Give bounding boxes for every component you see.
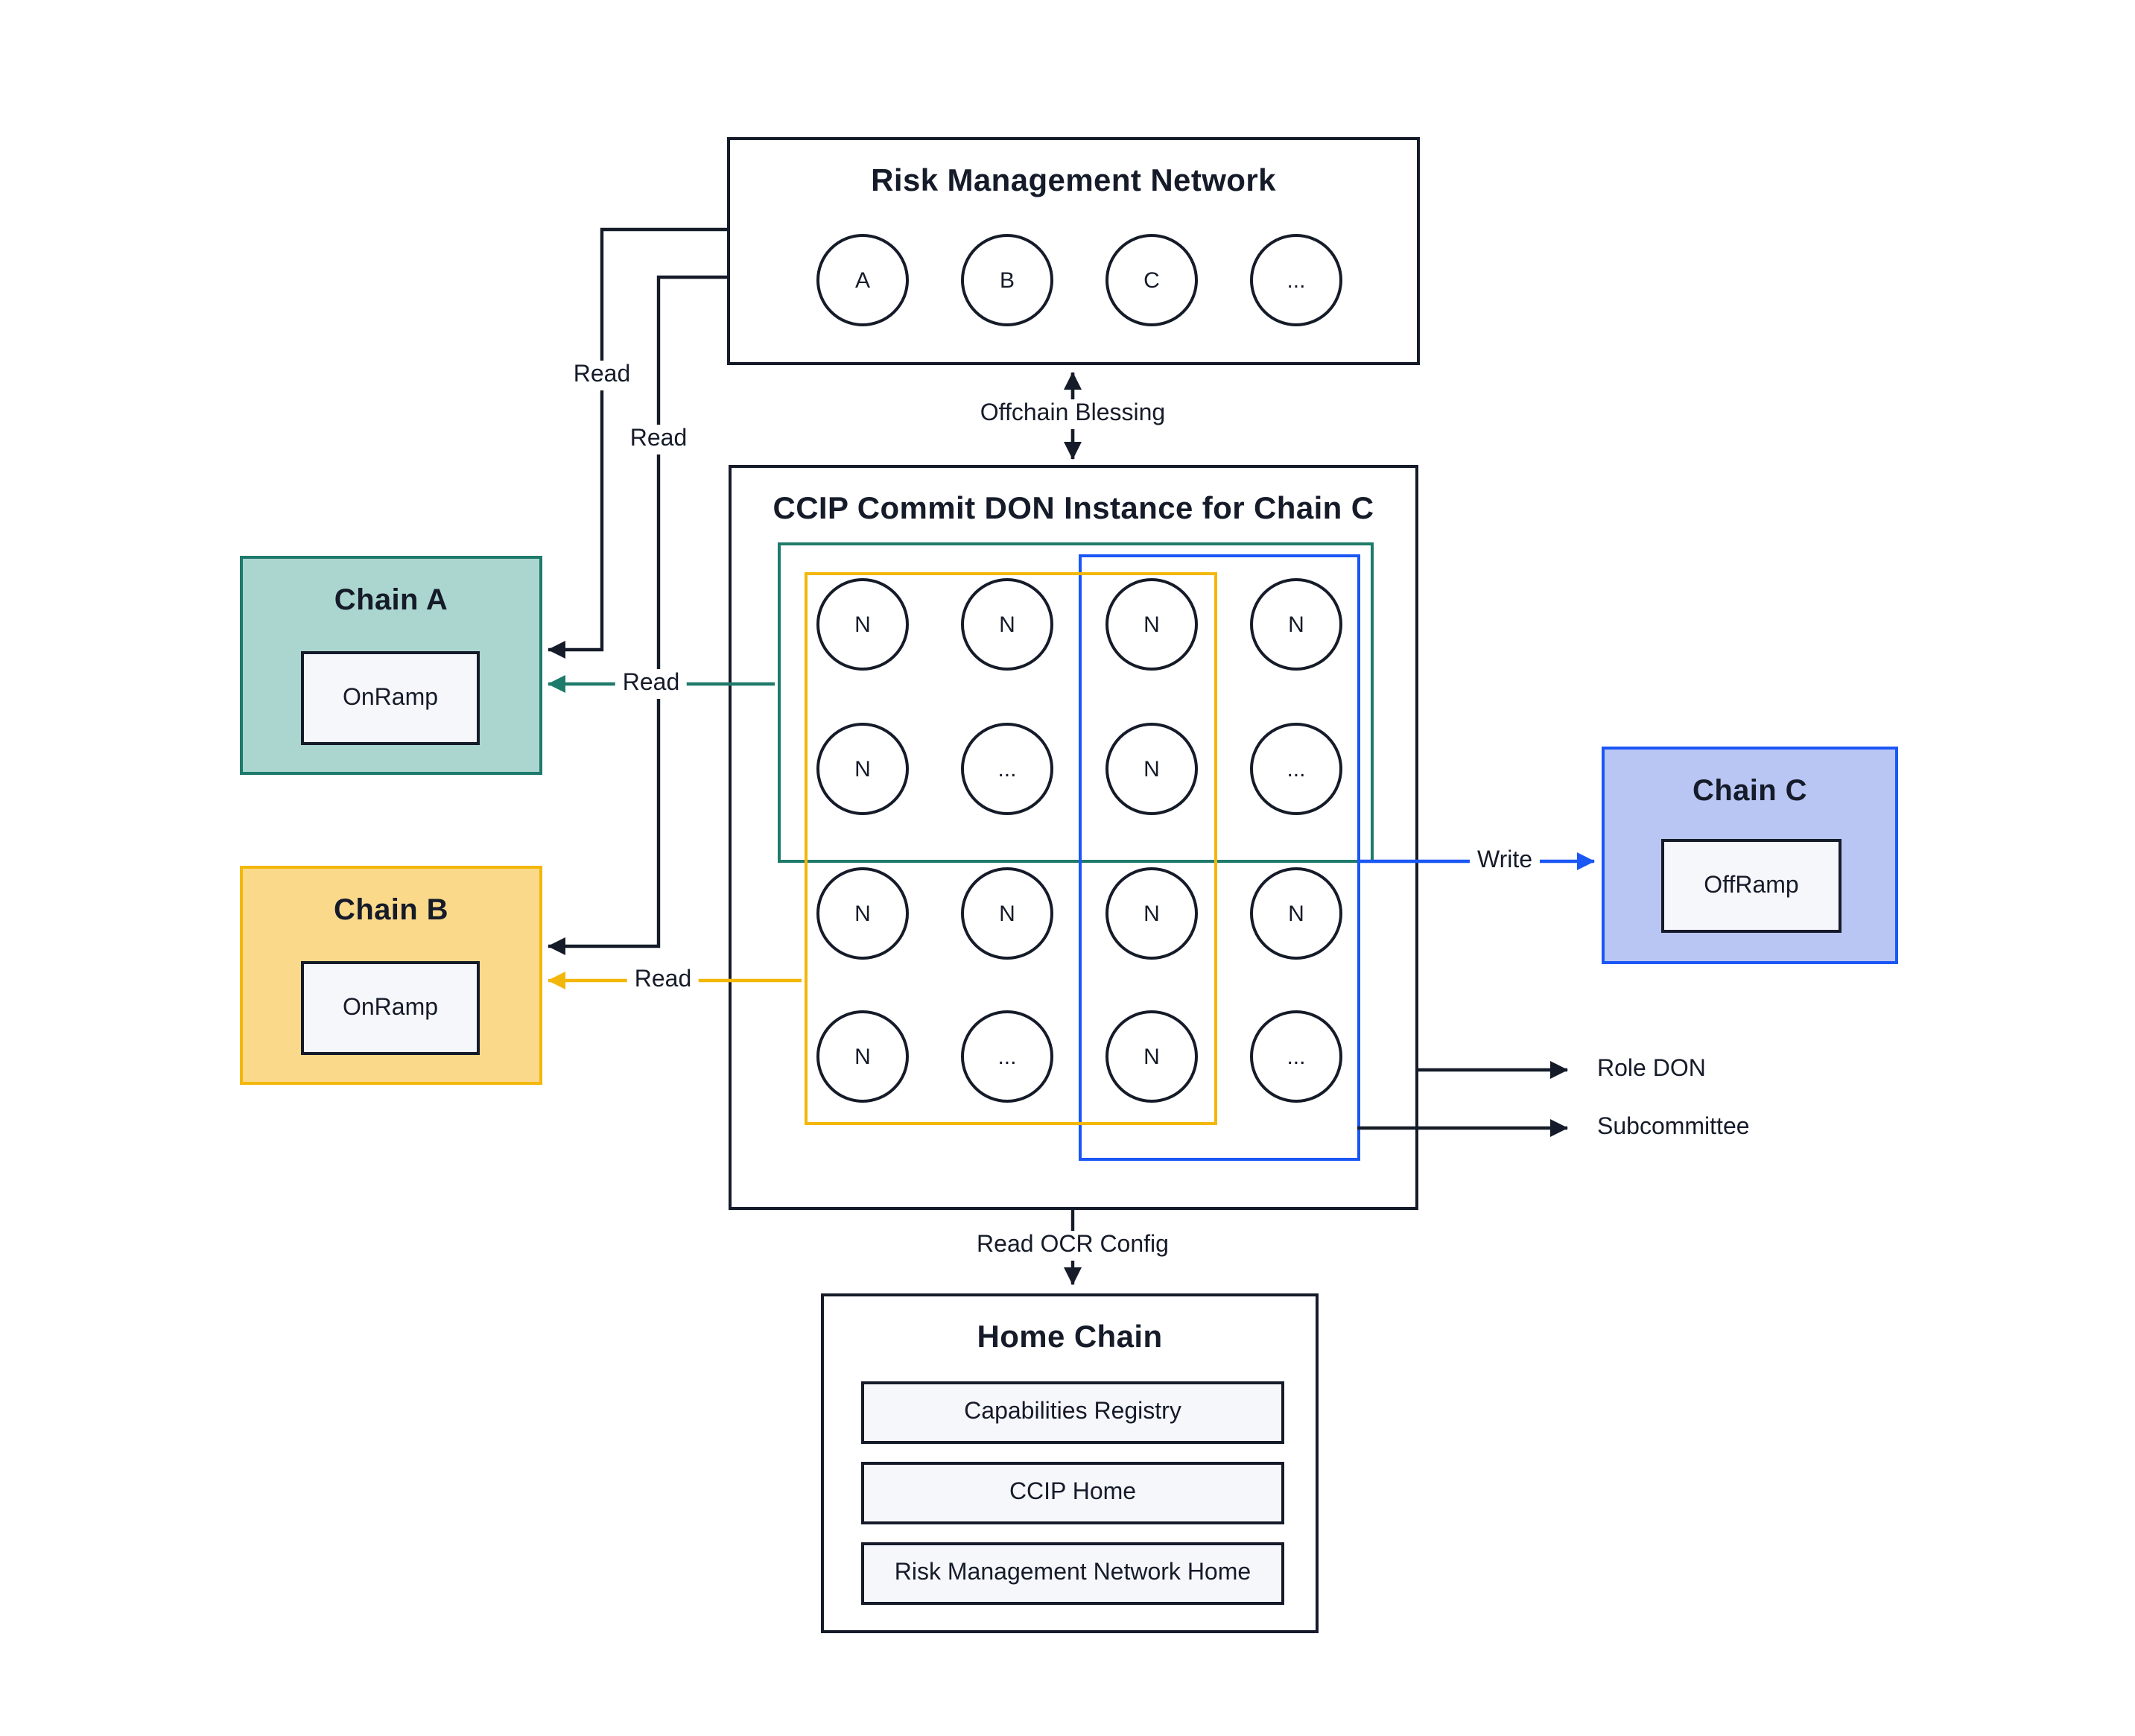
ccip-commit-don-box: CCIP Commit DON Instance for Chain C N N…: [729, 465, 1418, 1210]
rmn-node-a: A: [816, 234, 909, 326]
chain-c-offramp: OffRamp: [1661, 839, 1841, 933]
chain-c-title: Chain C: [1693, 775, 1807, 808]
don-node: N: [1105, 867, 1198, 960]
edge-label-offchain-blessing: Offchain Blessing: [972, 399, 1173, 429]
don-node: ...: [961, 1010, 1053, 1103]
edge-label-role-don: Role DON: [1597, 1057, 1706, 1082]
edge-label-read-rmn-chain-b: Read: [622, 425, 695, 454]
edge-label-subcommittee: Subcommittee: [1597, 1115, 1750, 1140]
ccip-commit-don-title: CCIP Commit DON Instance for Chain C: [773, 492, 1374, 526]
chain-b-box: Chain B OnRamp: [240, 866, 542, 1085]
yellow-subset-rect: [805, 572, 1217, 1125]
home-chain-title: Home Chain: [977, 1320, 1163, 1355]
risk-management-network-box: Risk Management Network A B C ...: [727, 137, 1420, 365]
edge-label-write: Write: [1469, 846, 1541, 876]
don-node: N: [1105, 1010, 1198, 1103]
chain-b-onramp: OnRamp: [301, 961, 480, 1055]
chain-a-box: Chain A OnRamp: [240, 556, 542, 775]
don-node: N: [961, 578, 1053, 671]
teal-subset-rect: [778, 542, 1374, 863]
don-node: ...: [1250, 1010, 1342, 1103]
chain-b-title: Chain B: [334, 894, 448, 927]
don-node: N: [816, 1010, 909, 1103]
don-node: N: [1250, 867, 1342, 960]
don-node: ...: [1250, 723, 1342, 815]
risk-management-network-title: Risk Management Network: [871, 164, 1276, 198]
rmn-node-more: ...: [1250, 234, 1342, 326]
edge-label-read-rmn-chain-a: Read: [565, 361, 638, 390]
don-node: N: [816, 723, 909, 815]
don-node: N: [816, 578, 909, 671]
don-node: N: [816, 867, 909, 960]
chain-a-title: Chain A: [334, 584, 448, 617]
chain-c-box: Chain C OffRamp: [1602, 747, 1898, 964]
ccip-home-panel: CCIP Home: [861, 1462, 1284, 1524]
home-chain-box: Home Chain Capabilities Registry CCIP Ho…: [821, 1293, 1319, 1633]
capabilities-registry-panel: Capabilities Registry: [861, 1381, 1284, 1444]
edge-label-read-don-chain-a: Read: [615, 669, 688, 699]
rmn-node-c: C: [1105, 234, 1198, 326]
blue-subset-rect: [1079, 554, 1360, 1161]
don-node: ...: [961, 723, 1053, 815]
chain-a-onramp: OnRamp: [301, 651, 480, 745]
don-node: N: [1105, 723, 1198, 815]
edge-label-read-don-chain-b: Read: [626, 966, 699, 995]
rmn-node-b: B: [961, 234, 1053, 326]
don-node: N: [1105, 578, 1198, 671]
rmn-home-panel: Risk Management Network Home: [861, 1542, 1284, 1605]
edge-label-read-ocr-config: Read OCR Config: [969, 1231, 1176, 1261]
don-node: N: [961, 867, 1053, 960]
don-node: N: [1250, 578, 1342, 671]
